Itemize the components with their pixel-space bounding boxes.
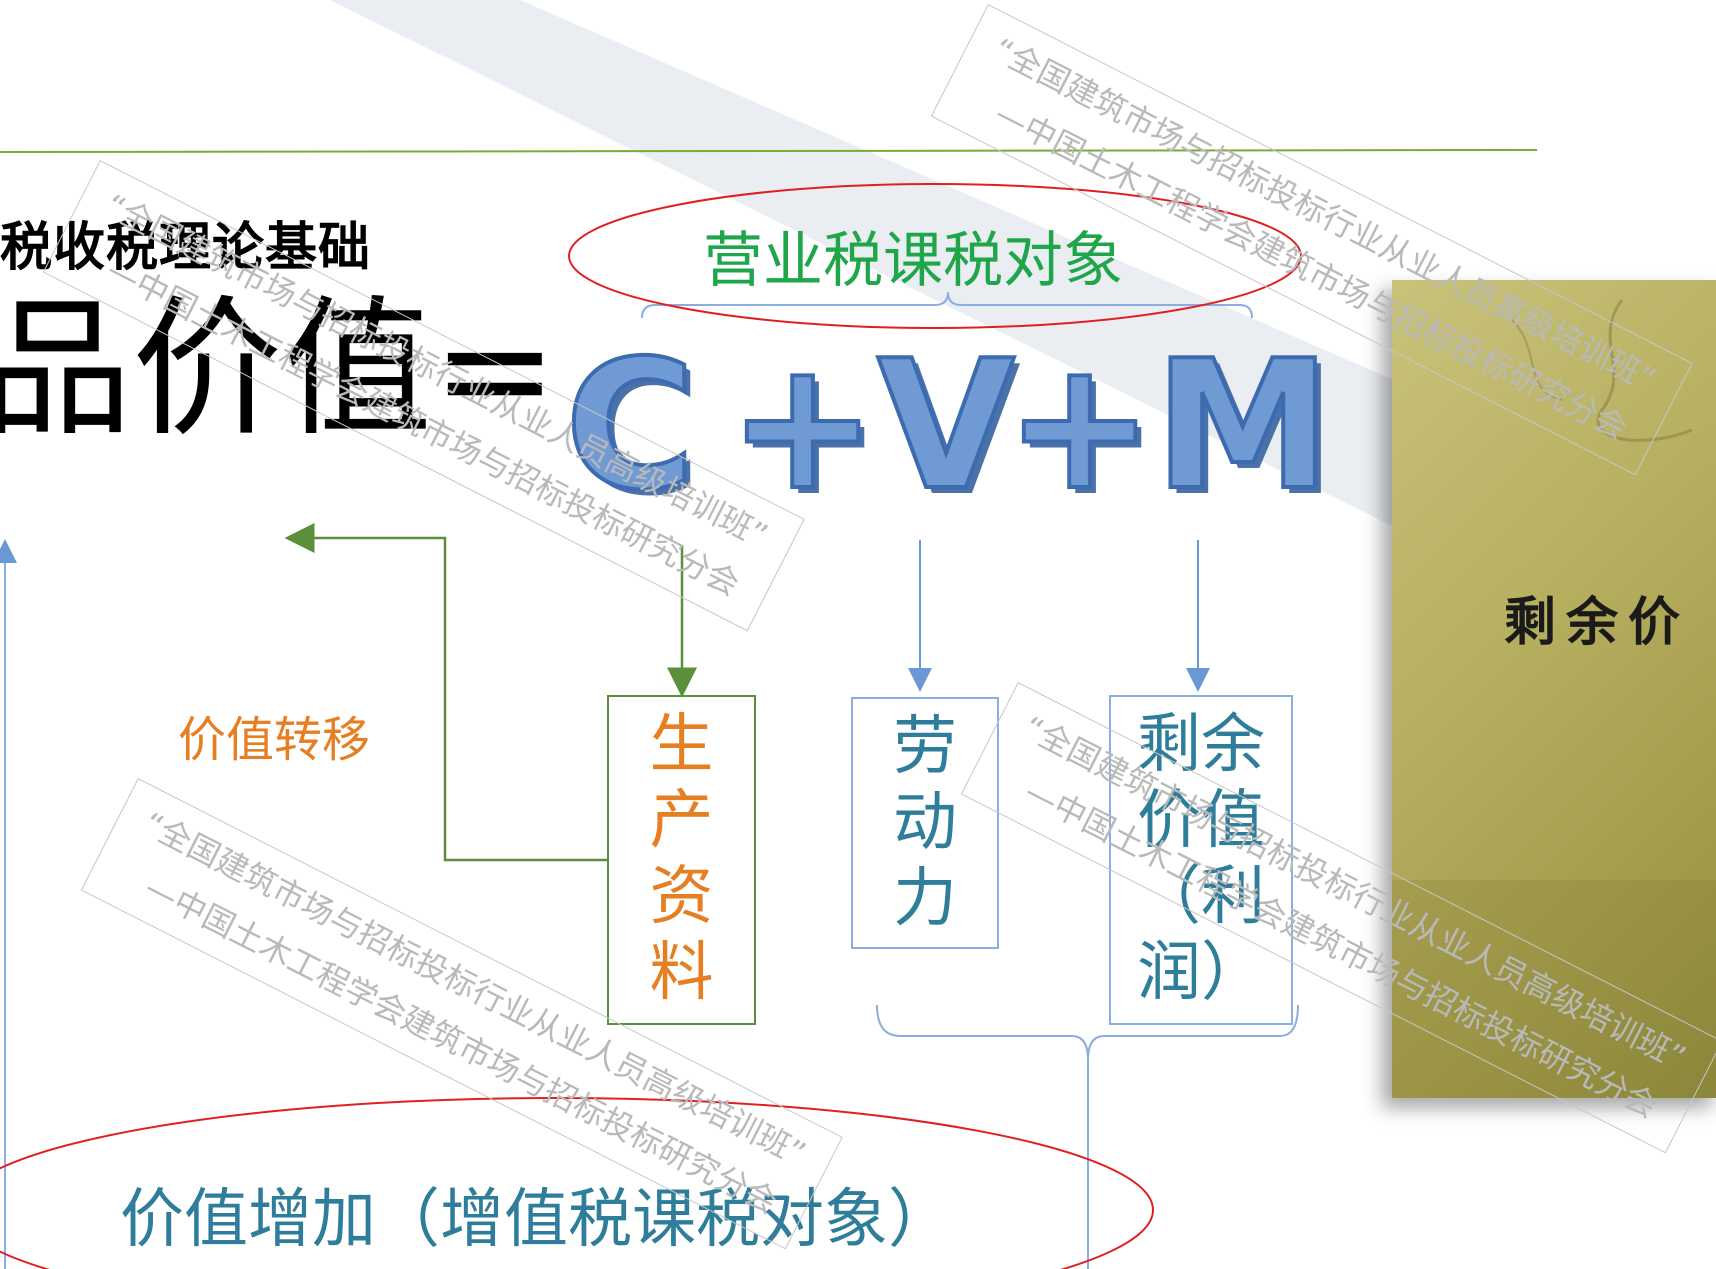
bottom-ellipse (0, 1097, 1154, 1269)
means-char: 生 (649, 708, 714, 782)
surplus-line: 剩余 (1137, 708, 1265, 782)
value-added-label: 价值增加（增值税课税对象） (120, 1183, 952, 1257)
labor-char: 劳 (893, 710, 957, 784)
term-c: C (563, 322, 698, 529)
header-rule (0, 149, 1538, 153)
surplus-line: （利 (1137, 860, 1265, 934)
surplus-line: 润） (1137, 936, 1265, 1010)
top-brace (641, 291, 1253, 319)
labor-char: 动 (893, 786, 957, 860)
means-of-production-box: 生 产 资 料 (607, 695, 756, 1025)
section-subtitle: 税收税理论基础 (0, 218, 372, 278)
value-transfer-label: 价值转移 (178, 712, 371, 768)
labor-char: 力 (893, 862, 957, 936)
labor-box: 劳 动 力 (851, 697, 999, 949)
term-v: +V (726, 322, 1017, 529)
means-char: 料 (649, 936, 714, 1010)
means-char: 资 (649, 860, 714, 934)
book-photo: 剩余价 (1392, 280, 1716, 1098)
term-m: +M (1003, 322, 1333, 529)
photo-caption: 剩余价 (1504, 592, 1691, 653)
top-ellipse (568, 183, 1302, 329)
photo-texture (1392, 299, 1716, 1098)
means-char: 产 (649, 784, 714, 858)
surplus-line: 价值 (1137, 784, 1265, 858)
product-value-label: 品价值= (0, 283, 558, 457)
business-tax-object-label: 营业税课税对象 (703, 226, 1123, 296)
surplus-value-box: 剩余 价值 （利 润） (1109, 695, 1293, 1025)
value-transfer-arrow (284, 523, 607, 862)
